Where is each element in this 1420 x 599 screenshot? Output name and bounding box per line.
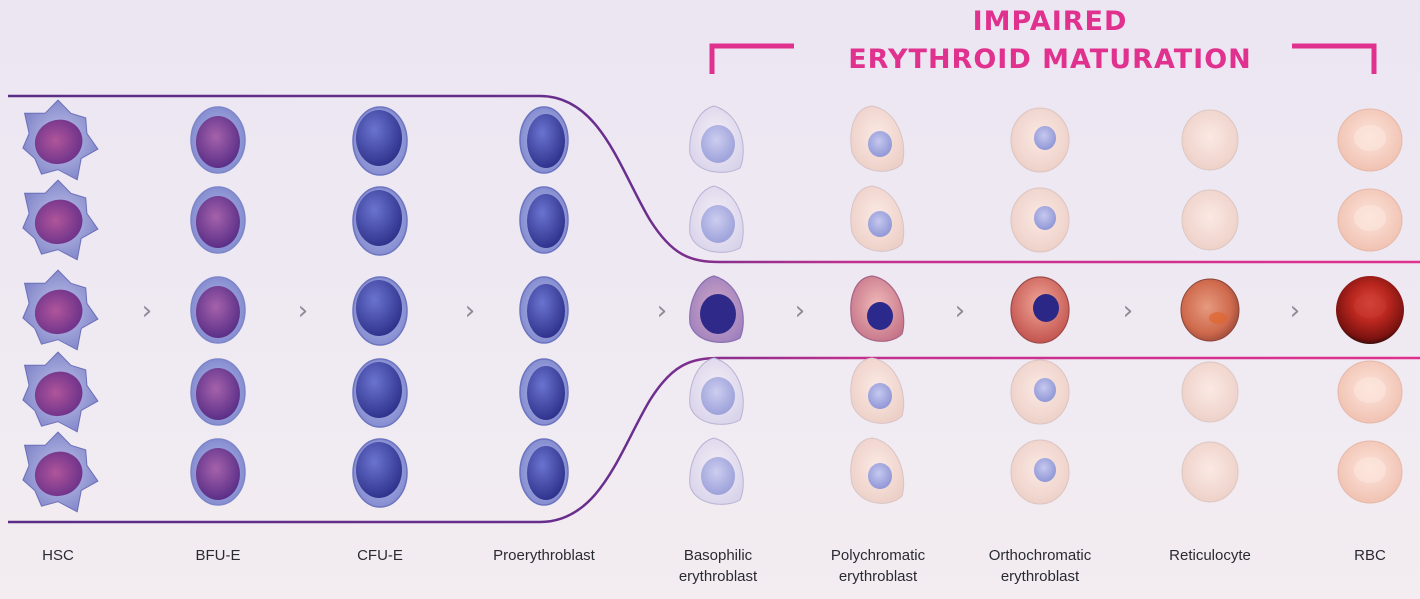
stage-label-retic: Reticulocyte [1125,545,1295,566]
cell-baso-row-2 [690,186,744,252]
cell-ortho-row-3 [1011,277,1069,343]
cell-poly-row-3 [851,276,904,341]
stage-label-line1: Reticulocyte [1125,545,1295,566]
stage-label-line1: Polychromatic [793,545,963,566]
stage-label-line2: erythroblast [955,566,1125,587]
cell-pro-row-5 [520,439,568,505]
cell-grid [23,100,1404,512]
cell-bfu-row-4 [191,359,245,425]
arrow-8: › [1290,296,1300,326]
stage-label-rbc: RBC [1285,545,1420,566]
cell-rbc-row-4 [1338,361,1402,423]
cell-hsc-row-3 [23,270,98,350]
cell-bfu-row-3 [191,277,245,343]
cell-hsc-row-2 [23,180,98,260]
cell-pro-row-2 [520,187,568,253]
cell-pro-row-3 [520,277,568,343]
cell-baso-row-4 [690,358,744,424]
stage-label-cfu: CFU-E [295,545,465,566]
stage-label-line2: erythroblast [793,566,963,587]
cell-ortho-row-2 [1011,188,1069,252]
cell-cfu-row-2 [353,187,407,255]
stage-label-hsc: HSC [0,545,143,566]
stage-label-line1: BFU-E [133,545,303,566]
cell-rbc-row-3 [1336,276,1404,344]
arrow-5: › [795,296,805,326]
cell-cfu-row-4 [353,359,407,427]
stage-label-line1: HSC [0,545,143,566]
stage-label-line1: Orthochromatic [955,545,1125,566]
cell-cfu-row-3 [353,277,407,345]
cell-cfu-row-5 [353,439,407,507]
cell-rbc-row-1 [1338,109,1402,171]
cell-baso-row-3 [690,276,744,342]
cell-pro-row-4 [520,359,568,425]
stage-label-line1: CFU-E [295,545,465,566]
cell-baso-row-1 [690,106,744,172]
stage-label-line2: erythroblast [633,566,803,587]
stage-label-line1: Proerythroblast [459,545,629,566]
bracket-right [1292,46,1374,74]
cell-retic-row-4 [1182,362,1238,422]
cell-pro-row-1 [520,107,568,173]
cell-bfu-row-2 [191,187,245,253]
stage-label-line1: RBC [1285,545,1420,566]
cell-bfu-row-5 [191,439,245,505]
cell-retic-row-5 [1182,442,1238,502]
cell-bfu-row-1 [191,107,245,173]
cell-poly-row-2 [851,186,904,251]
cell-cfu-row-1 [353,107,407,175]
cell-rbc-row-5 [1338,441,1402,503]
cell-hsc-row-5 [23,432,98,512]
cell-ortho-row-5 [1011,440,1069,504]
cell-retic-row-3 [1181,279,1239,341]
cell-rbc-row-2 [1338,189,1402,251]
arrow-4: › [657,296,667,326]
cell-ortho-row-4 [1011,360,1069,424]
arrow-6: › [955,296,965,326]
cell-retic-row-2 [1182,190,1238,250]
arrow-7: › [1123,296,1133,326]
title-line-2: ERYTHROID MATURATION [800,44,1300,75]
stage-label-bfu: BFU-E [133,545,303,566]
cell-hsc-row-4 [23,352,98,432]
arrow-2: › [298,296,308,326]
arrow-1: › [142,296,152,326]
arrow-3: › [465,296,475,326]
stage-label-line1: Basophilic [633,545,803,566]
stage-label-pro: Proerythroblast [459,545,629,566]
cell-poly-row-1 [851,106,904,171]
cell-hsc-row-1 [23,100,98,180]
cell-baso-row-5 [690,438,744,504]
bracket-left [712,46,794,74]
title-line-1: IMPAIRED [800,6,1300,37]
cell-ortho-row-1 [1011,108,1069,172]
cell-retic-row-1 [1182,110,1238,170]
cell-poly-row-4 [851,358,904,423]
cell-poly-row-5 [851,438,904,503]
